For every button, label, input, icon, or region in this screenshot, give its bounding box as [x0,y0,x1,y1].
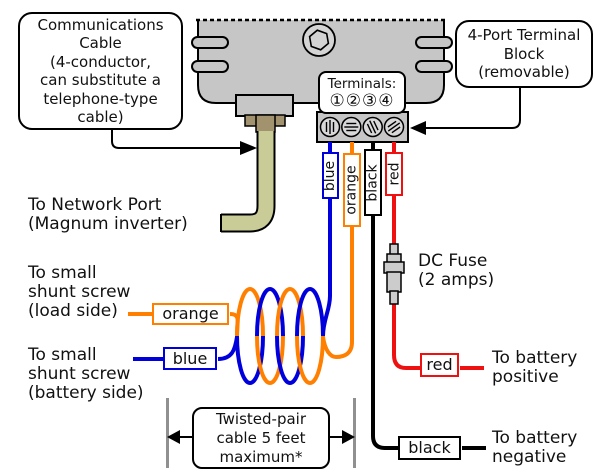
terminals-label: Terminals: [327,76,397,92]
dimension-indicator [166,398,356,468]
comm-cable-arrow [111,130,257,155]
hex-bolt-icon [302,23,336,57]
shunt-battery-annotation: To small shunt screw (battery side) [28,346,144,403]
red-wire [392,303,420,370]
annotation-line: (battery side) [28,383,144,403]
twisted-pair-note: Twisted-pair cable 5 feet maximum* [192,407,330,469]
terminal-number-1: ① [329,91,346,111]
terminal-block [316,111,409,143]
callout-line: Communications [37,15,164,34]
dimension-arrow-left [167,430,180,444]
red-label-text: red [426,355,453,374]
callout-line: (removable) [478,63,570,82]
black-wire [371,142,398,450]
terminal-number-4: ④ [378,91,395,111]
orange-label-box: orange [152,303,229,325]
callout-line: Block [503,44,545,63]
red-wire-label: red [385,152,403,196]
blue-wire-label-text: blue [322,160,339,191]
four-port-callout: 4-Port Terminal Block (removable) [455,20,593,88]
annotation-line: shunt screw [28,364,131,384]
blue-wire-stub [217,336,239,361]
black-label-text: black [408,438,451,457]
orange-label-text: orange [162,304,219,323]
annotation-line: To Network Port [28,195,162,215]
annotation-line: To battery [492,428,578,448]
blue-wire-label: blue [322,152,339,199]
mounting-tab [191,36,229,49]
red-label-box: red [420,353,459,377]
orange-wire-label: orange [343,153,361,227]
black-label-box: black [398,436,461,460]
terminals-label-box: Terminals: ①②③④ [318,71,406,114]
annotation-line: DC Fuse [418,251,488,271]
callout-line: (4-conductor, [49,52,151,71]
dimension-arrow-right [342,430,355,444]
annotation-line: (load side) [28,301,118,321]
terminal-number-2: ② [345,91,362,111]
annotation-line: Twisted-pair [215,409,307,428]
annotation-line: To battery [492,348,578,368]
dimension-bar [353,398,356,468]
mounting-tab [415,60,453,73]
twisted-pair-coil [235,287,325,385]
orange-wire [321,142,354,360]
shunt-load-annotation: To small shunt screw (load side) [28,264,130,321]
annotation-line: shunt screw [28,282,131,302]
network-cable [220,131,276,233]
dc-fuse-annotation: DC Fuse (2 amps) [418,252,494,290]
red-wire-label-text: red [386,162,403,186]
terminal-numbers: ①②③④ [320,92,404,110]
callout-line: Cable [79,34,122,52]
callout-line: cable) [77,108,124,126]
callout-line: can substitute a [40,71,161,89]
blue-label-box: blue [163,347,217,370]
battery-negative-annotation: To battery negative [492,429,577,467]
dimension-bar [166,398,169,468]
annotation-line: (2 amps) [418,270,495,290]
black-wire-label: black [364,149,382,216]
mounting-tab [191,60,229,73]
annotation-line: To small [28,345,97,365]
annotation-line: cable 5 feet [216,428,306,447]
annotation-line: positive [492,367,559,387]
network-port-annotation: To Network Port (Magnum inverter) [28,196,188,234]
callout-line: 4-Port Terminal [467,26,581,45]
annotation-line: (Magnum inverter) [28,214,188,234]
annotation-line: maximum* [219,447,303,466]
blue-label-text: blue [172,348,208,368]
black-wire-label-text: black [365,163,382,202]
four-port-arrow [410,88,521,135]
orange-wire-label-text: orange [344,165,360,215]
annotation-line: negative [492,447,567,467]
battery-positive-annotation: To battery positive [492,349,577,387]
comm-cable-callout: Communications Cable (4-conductor, can s… [18,12,183,130]
terminal-number-3: ③ [362,91,379,111]
mounting-tab [415,36,453,49]
annotation-line: To small [28,263,97,283]
dc-fuse [383,243,405,305]
network-port-connector [235,94,294,133]
callout-line: telephone-type [43,89,158,108]
